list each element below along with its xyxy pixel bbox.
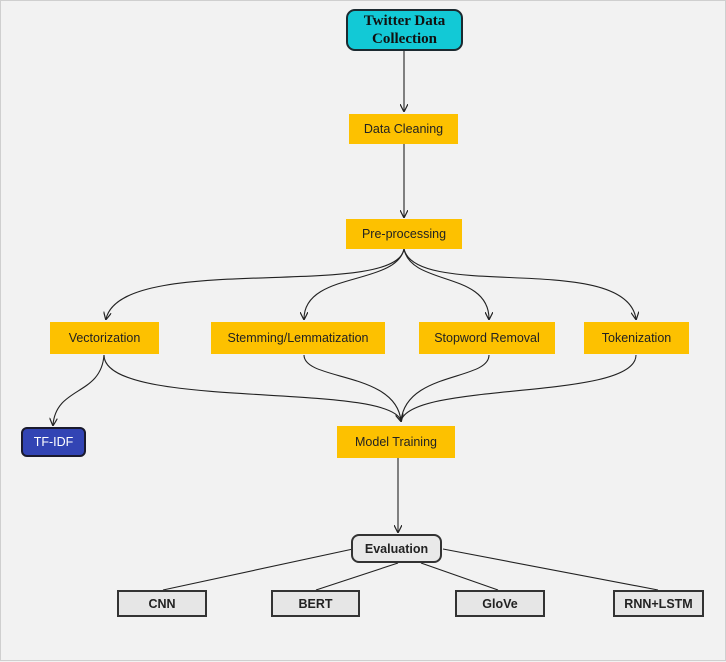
edge-preprocessing-to-vectorization	[106, 248, 405, 319]
stemming-lemmatization-label: Stemming/Lemmatization	[227, 331, 369, 345]
edge-vectorization-to-tfidf	[53, 354, 105, 425]
edge-tokenization-to-training	[400, 354, 637, 422]
glove-label: GloVe	[482, 596, 518, 611]
tokenization-node: Tokenization	[584, 322, 689, 354]
edge-evaluation-to-bert	[315, 562, 399, 591]
bert-node: BERT	[271, 590, 360, 617]
twitter-data-collection-node: Twitter Data Collection	[346, 9, 463, 51]
edge-vectorization-to-training	[103, 354, 401, 421]
rnn-lstm-node: RNN+LSTM	[613, 590, 704, 617]
edge-evaluation-to-glove	[420, 562, 499, 591]
tokenization-label: Tokenization	[601, 331, 672, 345]
glove-node: GloVe	[455, 590, 545, 617]
data-cleaning-node: Data Cleaning	[349, 114, 458, 144]
edge-stemming-to-training	[303, 354, 402, 422]
rnn-lstm-label: RNN+LSTM	[624, 596, 693, 611]
model-training-label: Model Training	[355, 435, 437, 449]
stemming-lemmatization-node: Stemming/Lemmatization	[211, 322, 385, 354]
edge-preprocessing-to-stemming	[304, 248, 405, 319]
stopword-removal-label: Stopword Removal	[434, 331, 540, 345]
twitter-data-collection-label: Twitter Data Collection	[363, 13, 446, 47]
edge-evaluation-to-cnn	[162, 548, 354, 591]
edge-stopword-to-training	[400, 354, 490, 422]
bert-label: BERT	[298, 596, 333, 611]
vectorization-label: Vectorization	[68, 331, 141, 345]
cnn-label: CNN	[148, 596, 176, 611]
evaluation-label: Evaluation	[364, 541, 429, 556]
tfidf-node: TF-IDF	[21, 427, 86, 457]
data-cleaning-label: Data Cleaning	[363, 122, 444, 136]
stopword-removal-node: Stopword Removal	[419, 322, 555, 354]
model-training-node: Model Training	[337, 426, 455, 458]
preprocessing-label: Pre-processing	[361, 227, 447, 241]
evaluation-node: Evaluation	[351, 534, 442, 563]
edge-evaluation-to-rnn-lstm	[442, 548, 659, 591]
cnn-node: CNN	[117, 590, 207, 617]
edge-preprocessing-to-stopword	[403, 248, 489, 319]
vectorization-node: Vectorization	[50, 322, 159, 354]
preprocessing-node: Pre-processing	[346, 219, 462, 249]
edge-preprocessing-to-tokenization	[403, 248, 636, 319]
tfidf-label: TF-IDF	[33, 435, 74, 449]
